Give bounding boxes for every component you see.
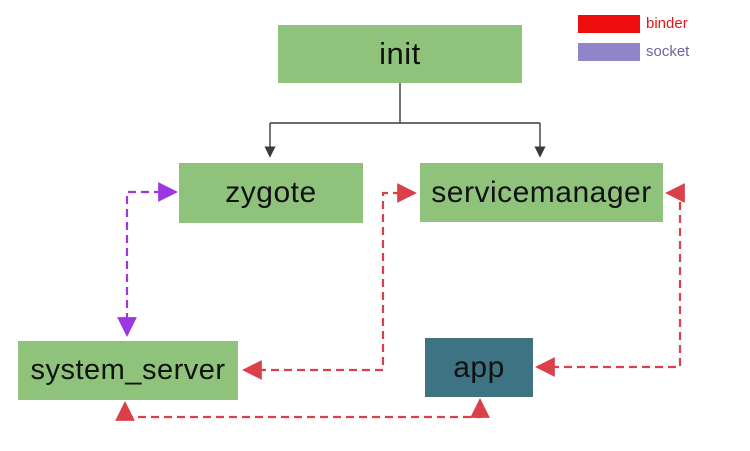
node-init-label: init xyxy=(379,36,421,71)
node-app-label: app xyxy=(453,350,505,384)
socket-color-swatch xyxy=(578,43,640,61)
node-app: app xyxy=(425,338,533,397)
node-system-server: system_server xyxy=(18,341,238,400)
binder-color-swatch xyxy=(578,15,640,33)
legend-item-socket: socket xyxy=(578,43,689,61)
node-zygote: zygote xyxy=(179,163,363,223)
edge-systemserver-app-binder xyxy=(115,398,490,421)
edge-zygote-systemserver-socket xyxy=(117,182,178,337)
node-system-server-label: system_server xyxy=(30,354,226,386)
legend-socket-label: socket xyxy=(646,43,690,60)
node-zygote-label: zygote xyxy=(225,176,317,209)
node-servicemanager-label: servicemanager xyxy=(431,175,652,209)
node-init: init xyxy=(278,25,522,83)
node-servicemanager: servicemanager xyxy=(420,163,663,222)
legend-binder-label: binder xyxy=(646,15,688,32)
legend-item-binder: binder xyxy=(578,15,689,33)
legend: binder socket xyxy=(578,15,689,61)
